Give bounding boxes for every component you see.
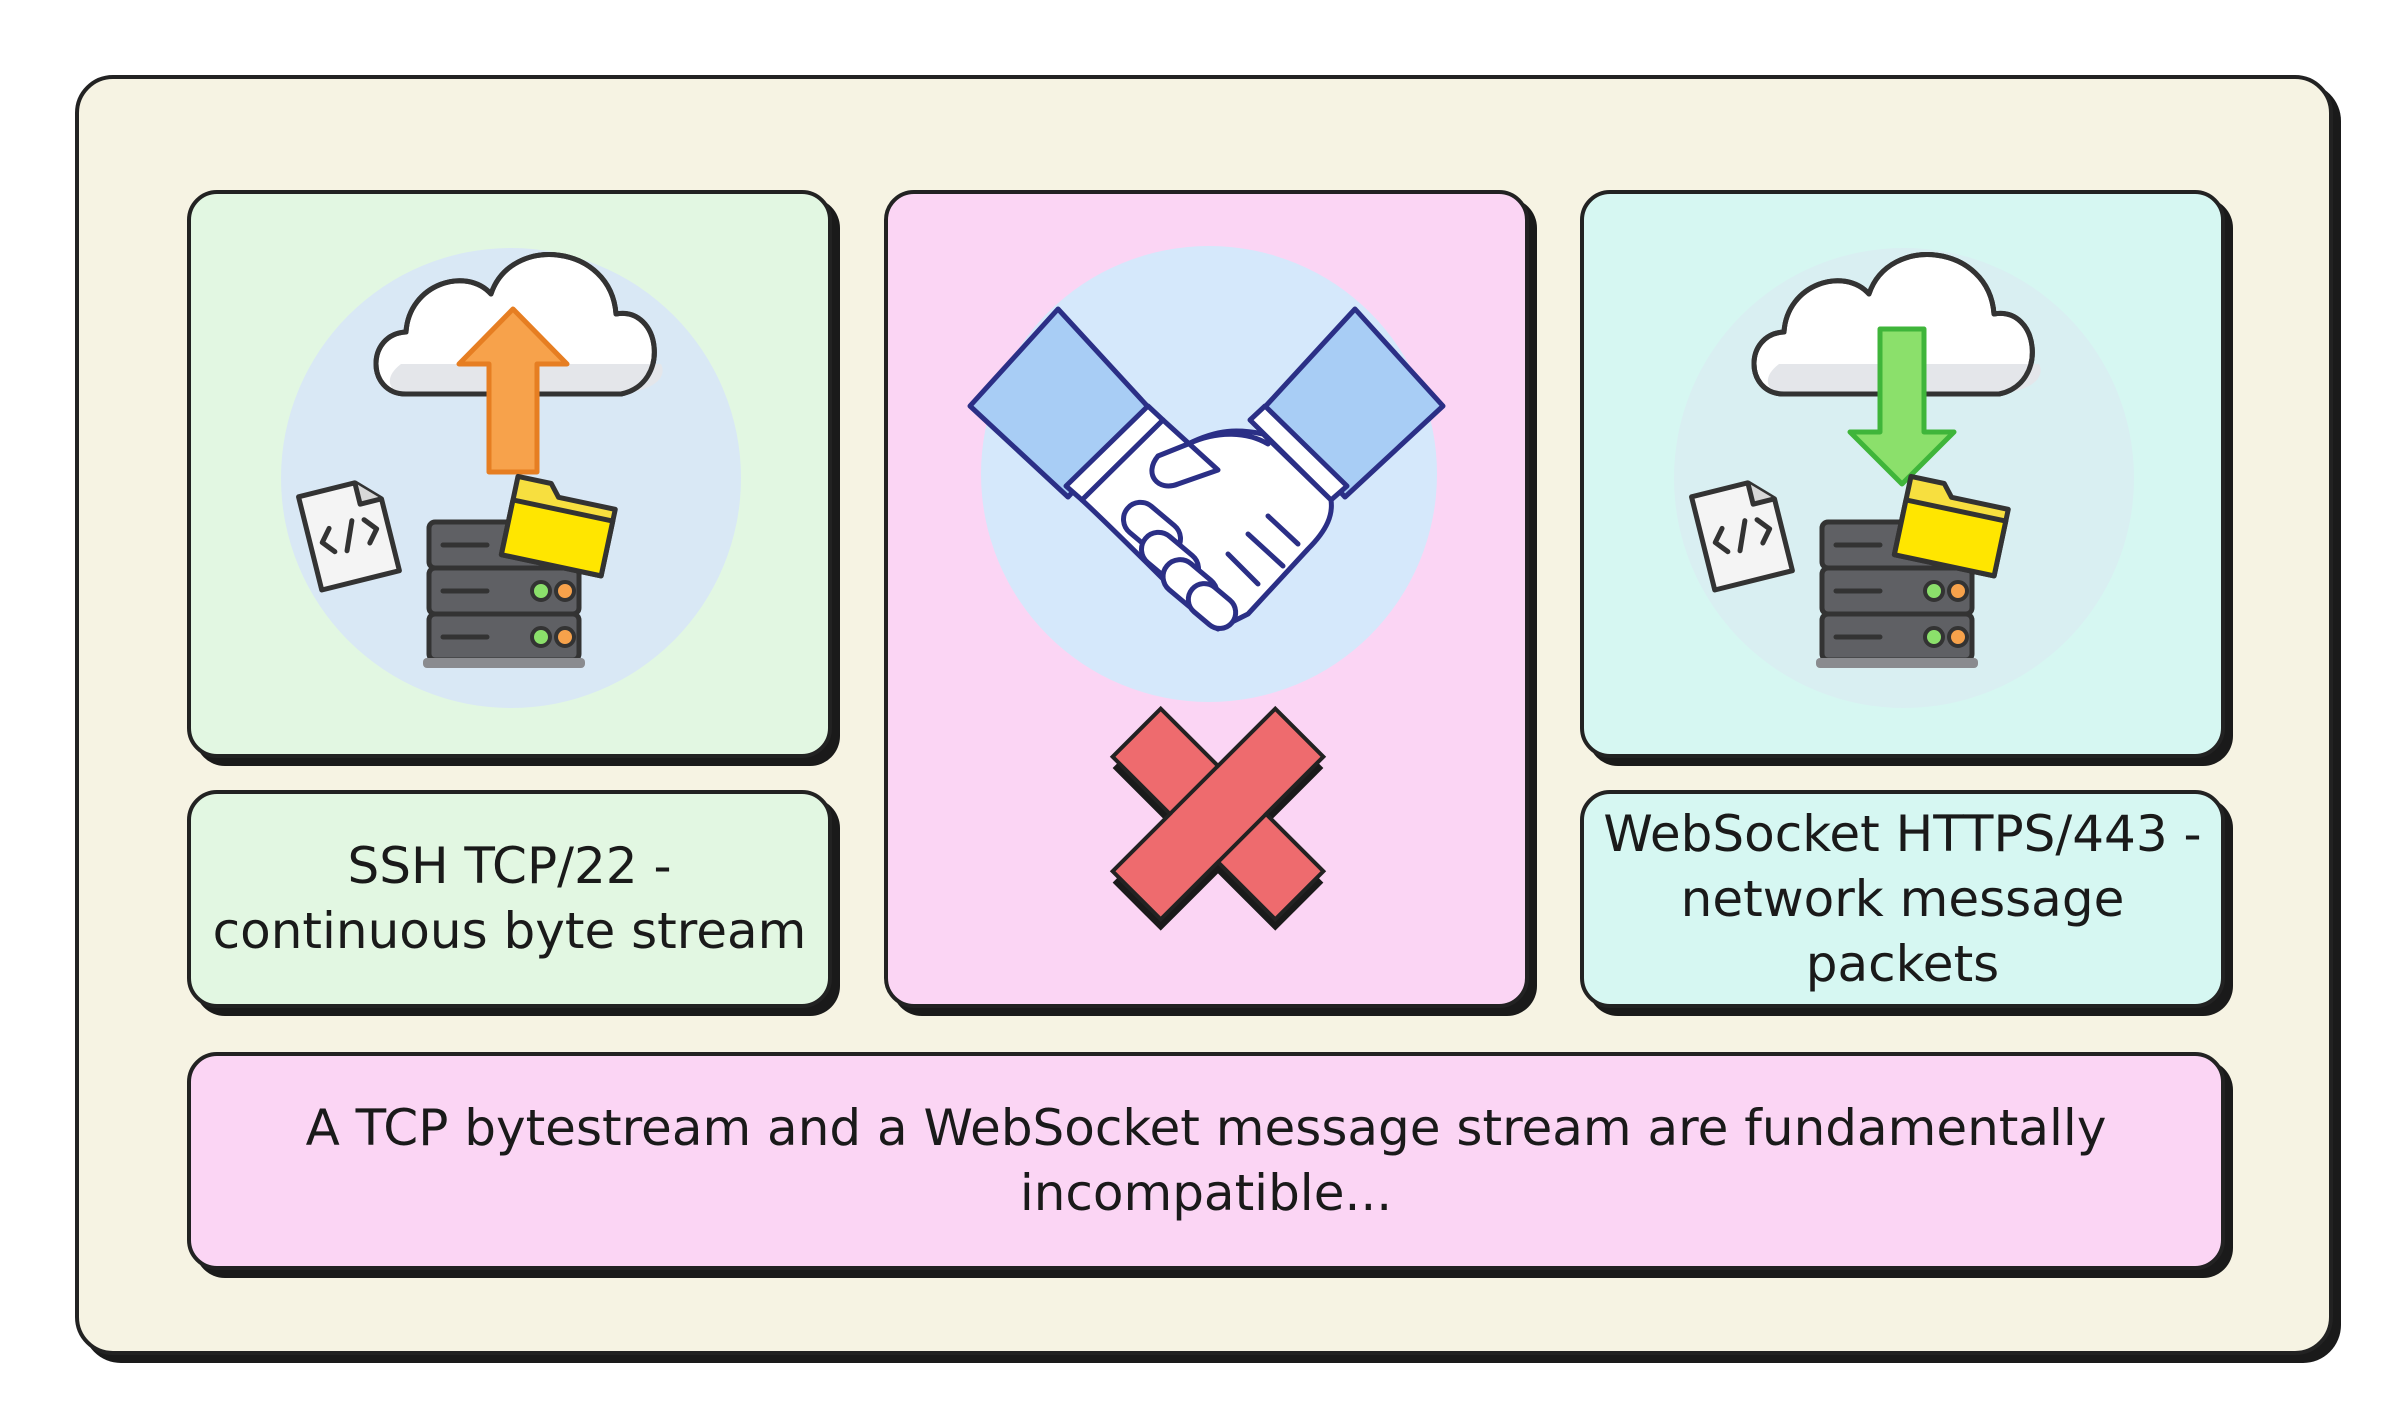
handshake-icon: [967, 246, 1446, 702]
left-label-card: SSH TCP/22 - continuous byte stream: [187, 790, 832, 1008]
left-panel-label: SSH TCP/22 - continuous byte stream: [212, 837, 807, 960]
right-icon-card: [1580, 190, 2225, 758]
right-label-card: WebSocket HTTPS/443 - network message pa…: [1580, 790, 2225, 1008]
footer-card: A TCP bytestream and a WebSocket message…: [187, 1052, 2225, 1270]
left-icon-card: [187, 190, 832, 758]
footer-text: A TCP bytestream and a WebSocket message…: [305, 1099, 2107, 1222]
center-card: [884, 190, 1529, 1008]
cloud-upload-server-icon: [281, 248, 741, 708]
red-x-icon: [1109, 705, 1327, 931]
cloud-download-server-icon: [1674, 248, 2134, 708]
right-panel-label: WebSocket HTTPS/443 - network message pa…: [1603, 804, 2202, 993]
